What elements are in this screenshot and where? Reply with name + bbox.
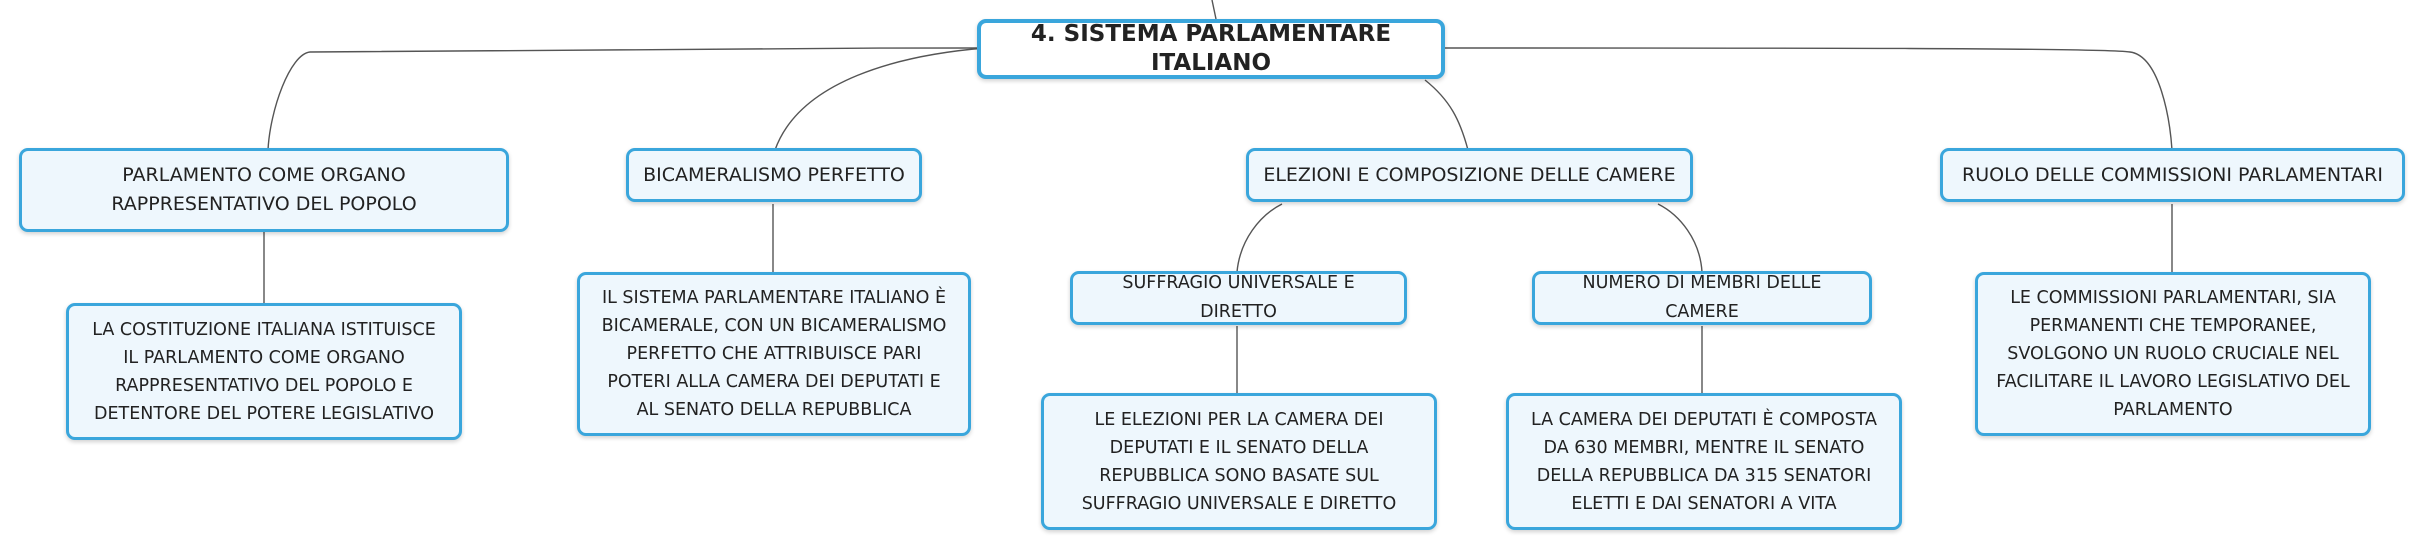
detail-bicameralismo[interactable]: IL SISTEMA PARLAMENTARE ITALIANO È BICAM… xyxy=(577,272,971,436)
detail-commissioni[interactable]: LE COMMISSIONI PARLAMENTARI, SIA PERMANE… xyxy=(1975,272,2371,436)
detail-text: LA CAMERA DEI DEPUTATI È COMPOSTA DA 630… xyxy=(1531,409,1877,514)
connector-branch3-sub1 xyxy=(1236,203,1283,273)
branch-label: PARLAMENTO COME ORGANO RAPPRESENTATIVO D… xyxy=(111,164,417,215)
detail-numero-membri[interactable]: LA CAMERA DEI DEPUTATI È COMPOSTA DA 630… xyxy=(1506,393,1902,530)
sub-numero-membri[interactable]: NUMERO DI MEMBRI DELLE CAMERE xyxy=(1532,271,1872,325)
detail-text: LA COSTITUZIONE ITALIANA ISTITUISCE IL P… xyxy=(92,319,436,424)
sub-label: NUMERO DI MEMBRI DELLE CAMERE xyxy=(1582,273,1822,322)
detail-text: LE COMMISSIONI PARLAMENTARI, SIA PERMANE… xyxy=(1996,288,2350,420)
sub-label: SUFFRAGIO UNIVERSALE E DIRETTO xyxy=(1122,273,1355,322)
root-node[interactable]: 4. SISTEMA PARLAMENTARE ITALIANO xyxy=(977,19,1445,79)
branch-bicameralismo[interactable]: BICAMERALISMO PERFETTO xyxy=(626,148,922,202)
sub-suffragio[interactable]: SUFFRAGIO UNIVERSALE E DIRETTO xyxy=(1070,271,1407,325)
branch-label: RUOLO DELLE COMMISSIONI PARLAMENTARI xyxy=(1962,163,2383,186)
branch-elezioni[interactable]: ELEZIONI E COMPOSIZIONE DELLE CAMERE xyxy=(1246,148,1693,202)
root-label: 4. SISTEMA PARLAMENTARE ITALIANO xyxy=(1030,21,1392,76)
connector-branch3-sub2 xyxy=(1657,203,1703,273)
connector-root-branch3 xyxy=(1424,79,1469,151)
branch-commissioni[interactable]: RUOLO DELLE COMMISSIONI PARLAMENTARI xyxy=(1940,148,2405,202)
connector-top xyxy=(1211,0,1217,20)
connector-root-branch4 xyxy=(1444,47,2173,151)
detail-parlamento[interactable]: LA COSTITUZIONE ITALIANA ISTITUISCE IL P… xyxy=(66,303,462,440)
branch-label: BICAMERALISMO PERFETTO xyxy=(643,163,905,186)
branch-label: ELEZIONI E COMPOSIZIONE DELLE CAMERE xyxy=(1263,163,1676,186)
connector-root-branch2 xyxy=(774,47,986,151)
detail-suffragio[interactable]: LE ELEZIONI PER LA CAMERA DEI DEPUTATI E… xyxy=(1041,393,1437,530)
detail-text: IL SISTEMA PARLAMENTARE ITALIANO È BICAM… xyxy=(601,288,947,420)
branch-parlamento[interactable]: PARLAMENTO COME ORGANO RAPPRESENTATIVO D… xyxy=(19,148,509,232)
detail-text: LE ELEZIONI PER LA CAMERA DEI DEPUTATI E… xyxy=(1081,409,1397,514)
connector-root-branch1 xyxy=(267,47,986,151)
